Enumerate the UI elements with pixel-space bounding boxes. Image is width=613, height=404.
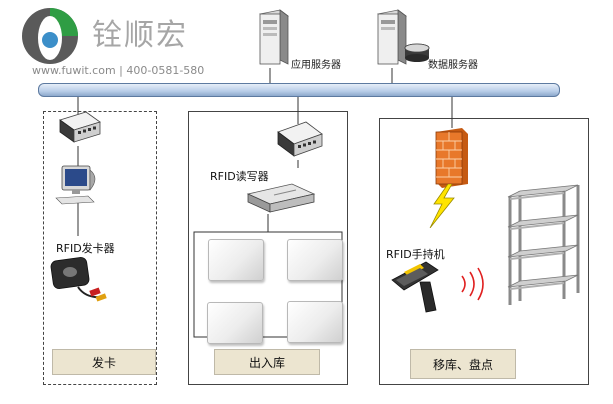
issuing-caption: 发卡	[52, 349, 156, 375]
signal-waves-icon	[461, 267, 484, 301]
antenna-2	[287, 239, 343, 281]
shelf-icon	[507, 184, 580, 305]
logo-icon	[22, 8, 78, 64]
issuer-label: RFID发卡器	[56, 242, 115, 255]
left-switch	[58, 110, 102, 150]
in-out-caption: 出入库	[214, 349, 320, 375]
rfid-issuer-device	[48, 255, 110, 313]
handheld-label: RFID手持机	[386, 248, 445, 261]
firewall	[432, 126, 472, 192]
handheld-terminal-icon	[391, 261, 439, 313]
inventory-caption: 移库、盘点	[410, 349, 516, 379]
logo-mark	[16, 2, 82, 66]
network-switch-icon	[277, 121, 323, 157]
db-server-label: 数据服务器	[428, 60, 478, 71]
antenna-3	[207, 302, 263, 344]
logo-contact: www.fuwit.com | 400-0581-580	[32, 64, 205, 77]
network-switch-icon	[59, 111, 101, 143]
rfid-reader-icon	[246, 183, 316, 213]
card-issuer-icon	[50, 257, 107, 302]
middle-switch	[276, 120, 324, 164]
logo-brand: 铨顺宏	[92, 18, 188, 53]
network-bus	[38, 83, 560, 97]
rfid-reader-device	[246, 180, 316, 220]
lightning-icon	[429, 183, 455, 229]
storage-shelf	[500, 183, 584, 311]
antenna-1	[208, 239, 264, 281]
app-server	[254, 8, 290, 72]
reader-label: RFID读写器	[210, 170, 269, 183]
database-server-icon	[377, 9, 430, 65]
wireless-link	[426, 183, 458, 232]
rfid-handheld-device	[390, 258, 450, 320]
firewall-icon	[435, 128, 468, 188]
server-icon	[259, 9, 289, 65]
rf-signal	[456, 264, 496, 308]
antenna-4	[287, 301, 343, 343]
app-server-label: 应用服务器	[291, 60, 341, 71]
computer-icon	[55, 165, 96, 205]
desktop-computer	[54, 164, 104, 214]
issuing-panel	[43, 111, 157, 385]
db-server	[374, 8, 434, 72]
